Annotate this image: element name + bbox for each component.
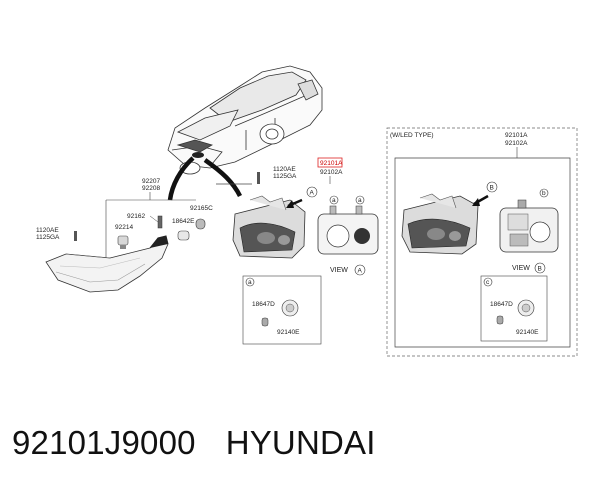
left-bulb-group: 92207 92208 92162 92214 18642E 92165C 11… bbox=[36, 178, 213, 293]
view-marker-b-text: B bbox=[490, 185, 494, 192]
vehicle-illustration bbox=[167, 65, 323, 175]
bulb-92214 bbox=[117, 235, 129, 246]
view-letter-a: A bbox=[358, 268, 363, 275]
view-label-b: VIEW bbox=[512, 265, 530, 272]
inset-c-18647d: 18647D bbox=[490, 301, 513, 308]
part-number: 92101J9000 bbox=[12, 424, 196, 461]
bulb-inset-a bbox=[261, 317, 269, 327]
label-1120ae-left: 1120AE bbox=[36, 227, 59, 234]
led-heading: (W/LED TYPE) bbox=[390, 132, 434, 139]
label-92214: 92214 bbox=[115, 224, 133, 231]
inset-letter-a: a bbox=[248, 279, 252, 286]
part-caption: 92101J9000 HYUNDAI bbox=[12, 424, 376, 474]
inset-a-92140e: 92140E bbox=[277, 329, 300, 336]
callout-a-2-text: a bbox=[358, 197, 362, 204]
bolt-left bbox=[74, 231, 77, 241]
label-1125ga-top: 1125GA bbox=[273, 173, 297, 180]
brand-name: HYUNDAI bbox=[225, 424, 376, 461]
inset-box-a bbox=[242, 275, 322, 345]
inset-letter-c: c bbox=[486, 279, 490, 286]
headlamp-assembly-std bbox=[232, 195, 306, 259]
label-18642e: 18642E bbox=[172, 218, 195, 225]
inset-c-92140e: 92140E bbox=[516, 329, 539, 336]
view-letter-b-circle bbox=[534, 262, 546, 274]
callout-a-2 bbox=[355, 195, 365, 205]
led-dashed-frame bbox=[386, 127, 578, 357]
socket-92165c bbox=[195, 218, 206, 230]
view-label-a: VIEW bbox=[330, 267, 348, 274]
callout-b bbox=[539, 188, 549, 198]
lamp-rear-view-a bbox=[317, 205, 379, 255]
bulb-18642e bbox=[177, 230, 190, 241]
view-letter-a-circle bbox=[354, 264, 366, 276]
lamp-location-marker bbox=[192, 152, 204, 158]
headlamp-assembly-led bbox=[401, 193, 479, 255]
code-92101a-std: 92101A bbox=[320, 160, 343, 167]
headlamp-side-view bbox=[45, 235, 169, 293]
parts-diagram: 92207 92208 92162 92214 18642E 92165C 11… bbox=[36, 65, 578, 357]
label-92162: 92162 bbox=[127, 213, 145, 220]
view-letter-b: B bbox=[538, 266, 542, 273]
inset-box-c bbox=[480, 275, 548, 342]
inset-a-18647d: 18647D bbox=[252, 301, 275, 308]
lamp-rear-view-b bbox=[499, 199, 559, 253]
label-1125ga-left: 1125GA bbox=[36, 234, 60, 241]
code-92102a-std: 92102A bbox=[320, 169, 343, 176]
arrow-right-swoosh bbox=[203, 158, 243, 198]
code-92101a-led: 92101A bbox=[505, 132, 528, 139]
label-92207: 92207 bbox=[142, 178, 160, 185]
view-marker-b bbox=[486, 181, 498, 193]
diagram-svg: 92207 92208 92162 92214 18642E 92165C 11… bbox=[36, 65, 578, 357]
view-marker-a-text: A bbox=[310, 190, 315, 197]
code-92102a-led: 92102A bbox=[505, 140, 528, 147]
socket-92162 bbox=[157, 215, 163, 229]
bulb-inset-c bbox=[496, 315, 504, 325]
label-92165c: 92165C bbox=[190, 205, 213, 212]
highlight-box bbox=[317, 157, 343, 168]
label-1120ae-top: 1120AE bbox=[273, 166, 296, 173]
callout-a-1 bbox=[329, 195, 339, 205]
led-lamp-panel: (W/LED TYPE) 92101A 92102A B b VIEW B bbox=[386, 127, 578, 357]
label-92208: 92208 bbox=[142, 185, 160, 192]
view-marker-a bbox=[306, 186, 318, 198]
standard-lamp-panel: 1120AE 1125GA 92101A 92102A A a a bbox=[216, 157, 379, 345]
bolt-top bbox=[257, 172, 260, 184]
callout-a-1-text: a bbox=[332, 197, 336, 204]
callout-b-text: b bbox=[542, 190, 546, 197]
arrow-left-swoosh bbox=[167, 156, 195, 201]
